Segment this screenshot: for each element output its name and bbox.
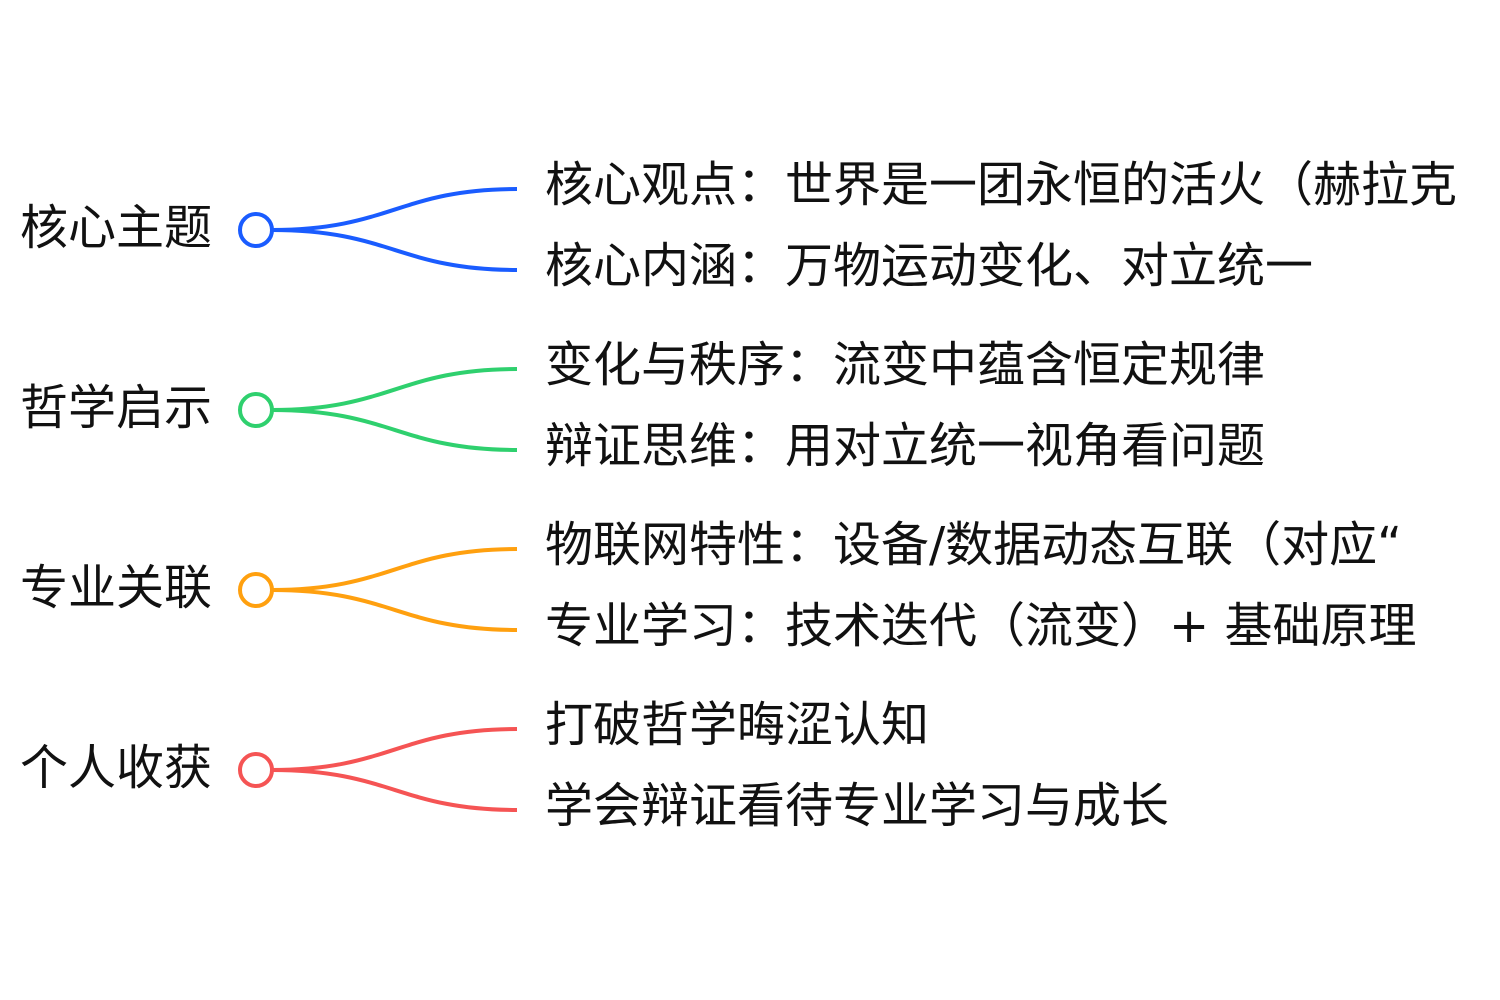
collapse-toggle-circle[interactable]: [238, 752, 274, 788]
child-node[interactable]: 物联网特性：设备/数据动态互联（对应“: [545, 517, 1403, 573]
collapse-toggle-circle[interactable]: [238, 392, 274, 428]
branch-link: [271, 768, 518, 812]
child-node[interactable]: 核心内涵：万物运动变化、对立统一: [545, 238, 1314, 294]
collapse-toggle-circle[interactable]: [238, 212, 274, 248]
branch-link: [271, 367, 518, 412]
branch-link: [271, 547, 518, 592]
topic-node[interactable]: 哲学启示: [20, 380, 213, 436]
collapse-toggle-circle[interactable]: [238, 572, 274, 608]
child-node[interactable]: 学会辩证看待专业学习与成长: [545, 778, 1170, 834]
topic-node[interactable]: 个人收获: [20, 740, 213, 796]
branch-link: [271, 588, 518, 632]
child-node[interactable]: 核心观点：世界是一团永恒的活火（赫拉克: [545, 157, 1458, 213]
child-node[interactable]: 专业学习：技术迭代（流变）+ 基础原理: [545, 598, 1417, 654]
branch-link: [271, 727, 518, 772]
branch-link: [271, 228, 518, 272]
branch-link: [271, 408, 518, 452]
child-node[interactable]: 变化与秩序：流变中蕴含恒定规律: [545, 337, 1266, 393]
topic-node[interactable]: 核心主题: [20, 200, 213, 256]
topic-node[interactable]: 专业关联: [20, 560, 213, 616]
branch-link: [271, 187, 518, 232]
child-node[interactable]: 辩证思维：用对立统一视角看问题: [545, 418, 1266, 474]
child-node[interactable]: 打破哲学晦涩认知: [545, 697, 930, 753]
